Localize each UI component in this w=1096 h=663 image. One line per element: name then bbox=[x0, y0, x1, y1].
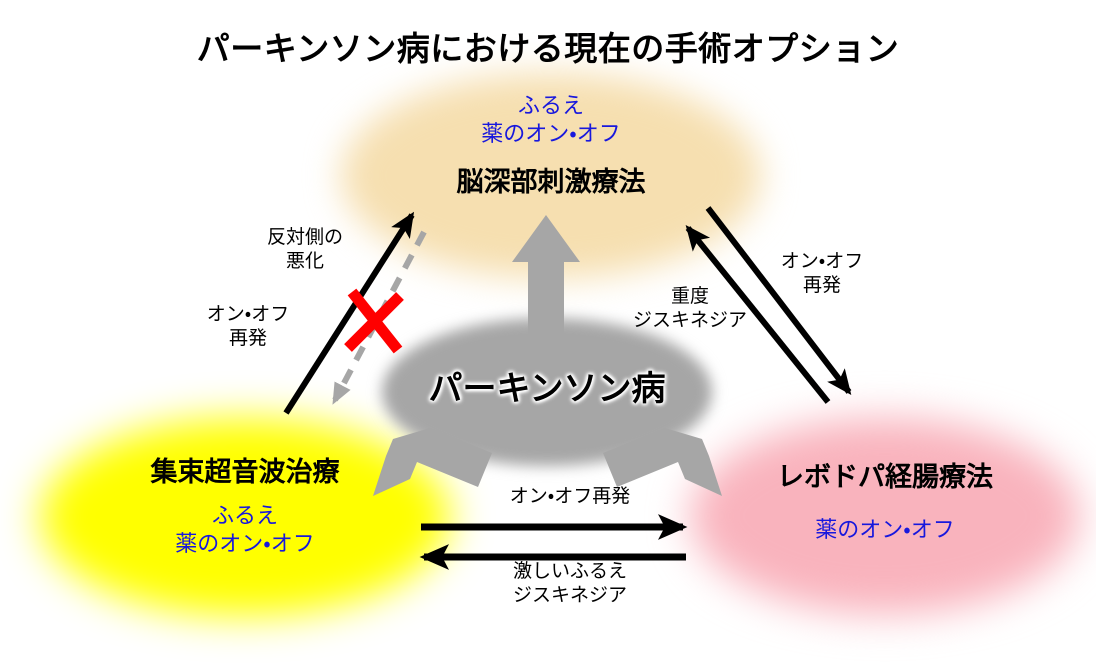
edge-label-severe-dyskinesia-line2: ジスキネジア bbox=[632, 308, 747, 331]
edge-label-onoff-recurrence-left-line1: オン・オフ bbox=[206, 303, 290, 325]
node-fus-label: 集束超音波治療 bbox=[150, 457, 340, 488]
node-dbs-label: 脳深部刺激療法 bbox=[456, 167, 646, 198]
edge-label-severe-dyskinesia: 重度 ジスキネジア bbox=[610, 285, 770, 333]
node-fus-subtext-line2: 薬のオン・オフ bbox=[175, 531, 315, 557]
blocked-x-icon bbox=[344, 288, 404, 354]
edge-label-contralateral-worsening-line2: 悪化 bbox=[285, 249, 324, 272]
node-leci-label: レボドパ経腸療法 bbox=[777, 462, 993, 493]
node-dbs-subtext: ふるえ 薬のオン・オフ bbox=[341, 93, 761, 148]
edge-label-contralateral-worsening-line1: 反対側の bbox=[266, 226, 343, 248]
node-fus-subtext: ふるえ 薬のオン・オフ bbox=[40, 503, 450, 558]
edge-label-severe-dyskinesia-line1: 重度 bbox=[670, 285, 709, 307]
node-leci-subtext: 薬のオン・オフ bbox=[690, 517, 1080, 545]
edge-label-onoff-recurrence-right-line2: 再発 bbox=[802, 273, 841, 296]
edge-label-onoff-recurrence-right: オン・オフ 再発 bbox=[752, 250, 892, 298]
page-title: パーキンソン病における現在の手術オプション bbox=[196, 29, 900, 68]
node-center-label: パーキンソン病 bbox=[428, 369, 666, 409]
edge-label-onoff-recurrence-bottom-line1: オン・オフ再発 bbox=[509, 485, 631, 507]
edge-label-onoff-recurrence-left: オン・オフ 再発 bbox=[178, 303, 318, 351]
node-shape-leci bbox=[690, 418, 1080, 614]
node-dbs-subtext-line1: ふるえ bbox=[517, 94, 584, 119]
node-dbs-subtext-line2: 薬のオン・オフ bbox=[481, 121, 621, 147]
node-fus-subtext-line1: ふるえ bbox=[211, 504, 278, 529]
edge-label-onoff-recurrence-right-line1: オン・オフ bbox=[780, 250, 864, 272]
node-leci-subtext-line1: 薬のオン・オフ bbox=[815, 518, 955, 543]
edge-label-severe-tremor-dyskinesia-line2: ジスキネジア bbox=[512, 583, 627, 606]
edge-label-onoff-recurrence-left-line2: 再発 bbox=[228, 326, 267, 349]
edge-label-onoff-recurrence-bottom: オン・オフ再発 bbox=[455, 485, 685, 509]
edge-label-severe-tremor-dyskinesia-line1: 激しいふるえ bbox=[512, 560, 627, 582]
edge-label-severe-tremor-dyskinesia: 激しいふるえ ジスキネジア bbox=[455, 560, 685, 608]
edge-label-contralateral-worsening: 反対側の 悪化 bbox=[240, 226, 370, 274]
